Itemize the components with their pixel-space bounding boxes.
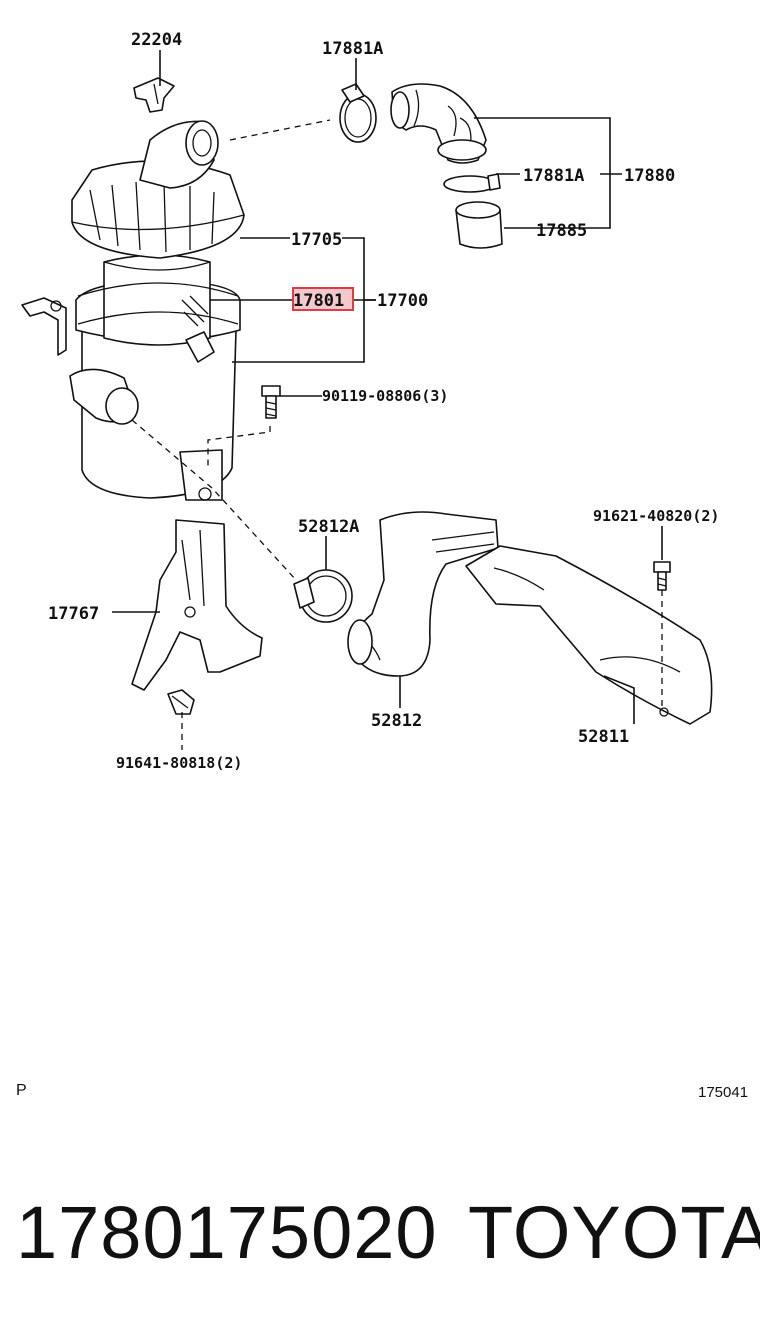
label-17885[interactable]: 17885 <box>536 221 587 241</box>
label-17881A-mid[interactable]: 17881A <box>523 166 584 186</box>
assembly-lines <box>131 119 663 750</box>
label-91621[interactable]: 91621-40820(2) <box>593 507 719 525</box>
label-90119[interactable]: 90119-08806(3) <box>322 387 448 405</box>
label-52812[interactable]: 52812 <box>371 711 422 731</box>
callout-labels: 22204 17881A 17881A 17880 17885 17705 17… <box>48 30 719 772</box>
bolt-91641 <box>167 689 195 715</box>
clamp-52812A <box>293 569 353 623</box>
sleeve-17885 <box>455 201 503 249</box>
leader-lines <box>112 50 663 724</box>
label-17881A-top[interactable]: 17881A <box>322 39 383 59</box>
bolt-90119 <box>261 385 281 419</box>
inlet-hose-17880 <box>390 83 487 164</box>
diagram-code-right: 175041 <box>698 1084 749 1101</box>
label-52811[interactable]: 52811 <box>578 727 629 747</box>
page-code-left: P <box>16 1082 27 1099</box>
bolt-91621 <box>653 561 671 591</box>
label-22204[interactable]: 22204 <box>131 30 182 50</box>
clamp-17881A-top <box>339 83 377 143</box>
sensor-22204 <box>133 77 175 113</box>
part-number: 1780175020 <box>16 1191 438 1274</box>
duct-52812 <box>347 511 499 677</box>
label-17767[interactable]: 17767 <box>48 604 99 624</box>
bracket-17767 <box>131 519 263 691</box>
label-17705[interactable]: 17705 <box>291 230 342 250</box>
label-52812A[interactable]: 52812A <box>298 517 359 537</box>
highlight-17801 <box>292 287 354 311</box>
label-17700[interactable]: 17700 <box>377 291 428 311</box>
duct-52811 <box>465 545 713 725</box>
label-17801[interactable]: 17801 <box>293 291 344 311</box>
label-17880[interactable]: 17880 <box>624 166 675 186</box>
air-cleaner-assembly <box>21 120 245 501</box>
clamp-17881A-mid <box>443 173 501 193</box>
label-91641[interactable]: 91641-80818(2) <box>116 754 242 772</box>
brand-name: TOYOTA <box>468 1191 760 1274</box>
